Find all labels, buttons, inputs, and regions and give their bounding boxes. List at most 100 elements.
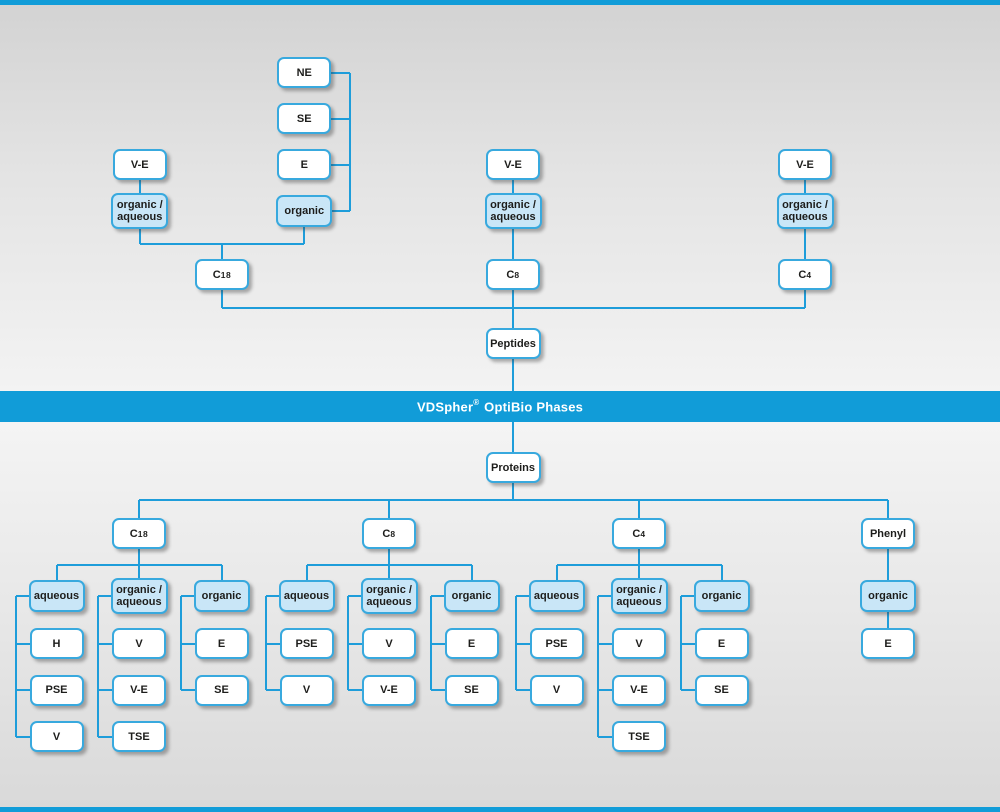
node-proteins-c8-organic-aqueous-v-e: V-E: [362, 674, 416, 706]
connector-line: [512, 180, 514, 193]
node-proteins-phenyl-organic: organic: [860, 580, 916, 612]
connector-line: [638, 549, 640, 565]
connector-line: [720, 565, 723, 580]
node-proteins-c8-organic-aqueous: organic / aqueous: [360, 578, 418, 614]
node-peptides-c4-organic-aqueous: organic / aqueous: [776, 193, 834, 229]
connector-line: [680, 595, 695, 597]
connector-line: [512, 290, 514, 308]
connector-line: [388, 549, 390, 565]
node-peptides-c8-organic-aqueous-v-e: V-E: [486, 149, 540, 180]
connector-line: [804, 290, 806, 308]
connector-line: [139, 499, 888, 501]
connector-line: [98, 642, 112, 645]
connector-line: [512, 229, 514, 259]
node-proteins-c18-organic-aqueous-v-e: V-E: [112, 674, 166, 706]
connector-line: [515, 689, 530, 691]
connector-line: [265, 689, 280, 691]
connector-line: [305, 565, 308, 580]
node-proteins-c18-organic: organic: [193, 580, 250, 612]
node-proteins-c18-organic-aqueous-v: V: [112, 628, 166, 659]
connector-line: [180, 642, 195, 645]
top-accent-bar: [0, 0, 1000, 5]
connector-line: [98, 595, 112, 597]
connector-line: [331, 163, 350, 166]
node-peptides-c18-organic-se: SE: [277, 103, 332, 134]
node-peptides-c8-organic-aqueous: organic / aqueous: [484, 193, 542, 229]
node-proteins-c8-organic-aqueous-v: V: [362, 628, 416, 659]
node-peptides-c18-organic-ne: NE: [277, 57, 332, 88]
connector-line: [598, 689, 612, 691]
connector-line: [430, 595, 445, 597]
connector-line: [804, 229, 806, 259]
connector-line: [14, 596, 17, 737]
node-proteins-c4-aqueous: aqueous: [528, 580, 585, 612]
optibio-banner: VDSpher® OptiBio Phases: [0, 391, 1000, 422]
node-proteins-c8-aqueous: aqueous: [278, 580, 335, 612]
connector-line: [680, 642, 695, 645]
connector-line: [180, 595, 195, 597]
node-proteins-c4-organic-aqueous-tse: TSE: [612, 721, 666, 752]
connector-line: [220, 565, 223, 580]
connector-line: [512, 359, 514, 391]
proteins-section-background: [0, 422, 1000, 807]
connector-line: [15, 595, 30, 597]
connector-line: [515, 642, 530, 645]
node-proteins-c18-organic-aqueous-tse: TSE: [112, 721, 166, 752]
node-peptides-c18-organic: organic: [276, 195, 333, 227]
connector-line: [138, 500, 140, 518]
connector-line: [265, 642, 280, 645]
connector-line: [598, 595, 612, 597]
connector-line: [597, 596, 599, 737]
connector-line: [512, 483, 514, 500]
connector-line: [512, 422, 514, 452]
connector-line: [265, 595, 280, 597]
connector-line: [331, 210, 350, 212]
node-proteins-c8-organic-e: E: [444, 628, 499, 659]
connector-line: [180, 689, 195, 691]
node-peptides-root: Peptides: [485, 328, 541, 359]
bottom-accent-bar: [0, 807, 1000, 812]
connector-line: [138, 565, 140, 578]
node-proteins-c18-aqueous: aqueous: [28, 580, 85, 612]
node-proteins-c4-organic-aqueous: organic / aqueous: [610, 578, 668, 614]
node-proteins-c4-organic: organic: [693, 580, 750, 612]
node-proteins-c18-aqueous-v: V: [29, 721, 84, 752]
node-proteins-c4-organic-se: SE: [694, 674, 749, 706]
connector-line: [15, 735, 30, 738]
node-proteins-c18-organic-e: E: [194, 628, 249, 659]
node-proteins-c18-aqueous-h: H: [29, 628, 84, 659]
connector-line: [388, 500, 390, 518]
connector-line: [348, 72, 351, 211]
node-proteins-c18-organic-aqueous: organic / aqueous: [110, 578, 168, 614]
node-proteins-c4-aqueous-pse: PSE: [529, 628, 584, 659]
node-proteins-c4-organic-aqueous-v: V: [612, 628, 666, 659]
connector-line: [303, 227, 306, 244]
connector-line: [98, 689, 112, 691]
connector-line: [221, 290, 223, 308]
connector-line: [887, 612, 889, 628]
node-peptides-c18-organic-aqueous: organic / aqueous: [111, 193, 169, 229]
node-proteins-c4-organic-aqueous-v-e: V-E: [612, 674, 666, 706]
connector-line: [138, 180, 141, 193]
connector-line: [515, 595, 530, 597]
connector-line: [512, 308, 514, 328]
connector-line: [331, 71, 350, 74]
connector-line: [348, 642, 362, 645]
connector-line: [97, 596, 99, 737]
node-proteins-c4-aqueous-v: V: [529, 674, 584, 706]
connector-line: [804, 180, 806, 193]
connector-line: [388, 565, 390, 578]
connector-line: [638, 500, 640, 518]
node-proteins-root: Proteins: [485, 452, 541, 483]
connector-line: [598, 642, 612, 645]
connector-line: [138, 549, 140, 565]
connector-line: [331, 117, 350, 120]
connector-line: [348, 595, 362, 597]
connector-line: [555, 565, 558, 580]
connector-line: [138, 229, 141, 244]
